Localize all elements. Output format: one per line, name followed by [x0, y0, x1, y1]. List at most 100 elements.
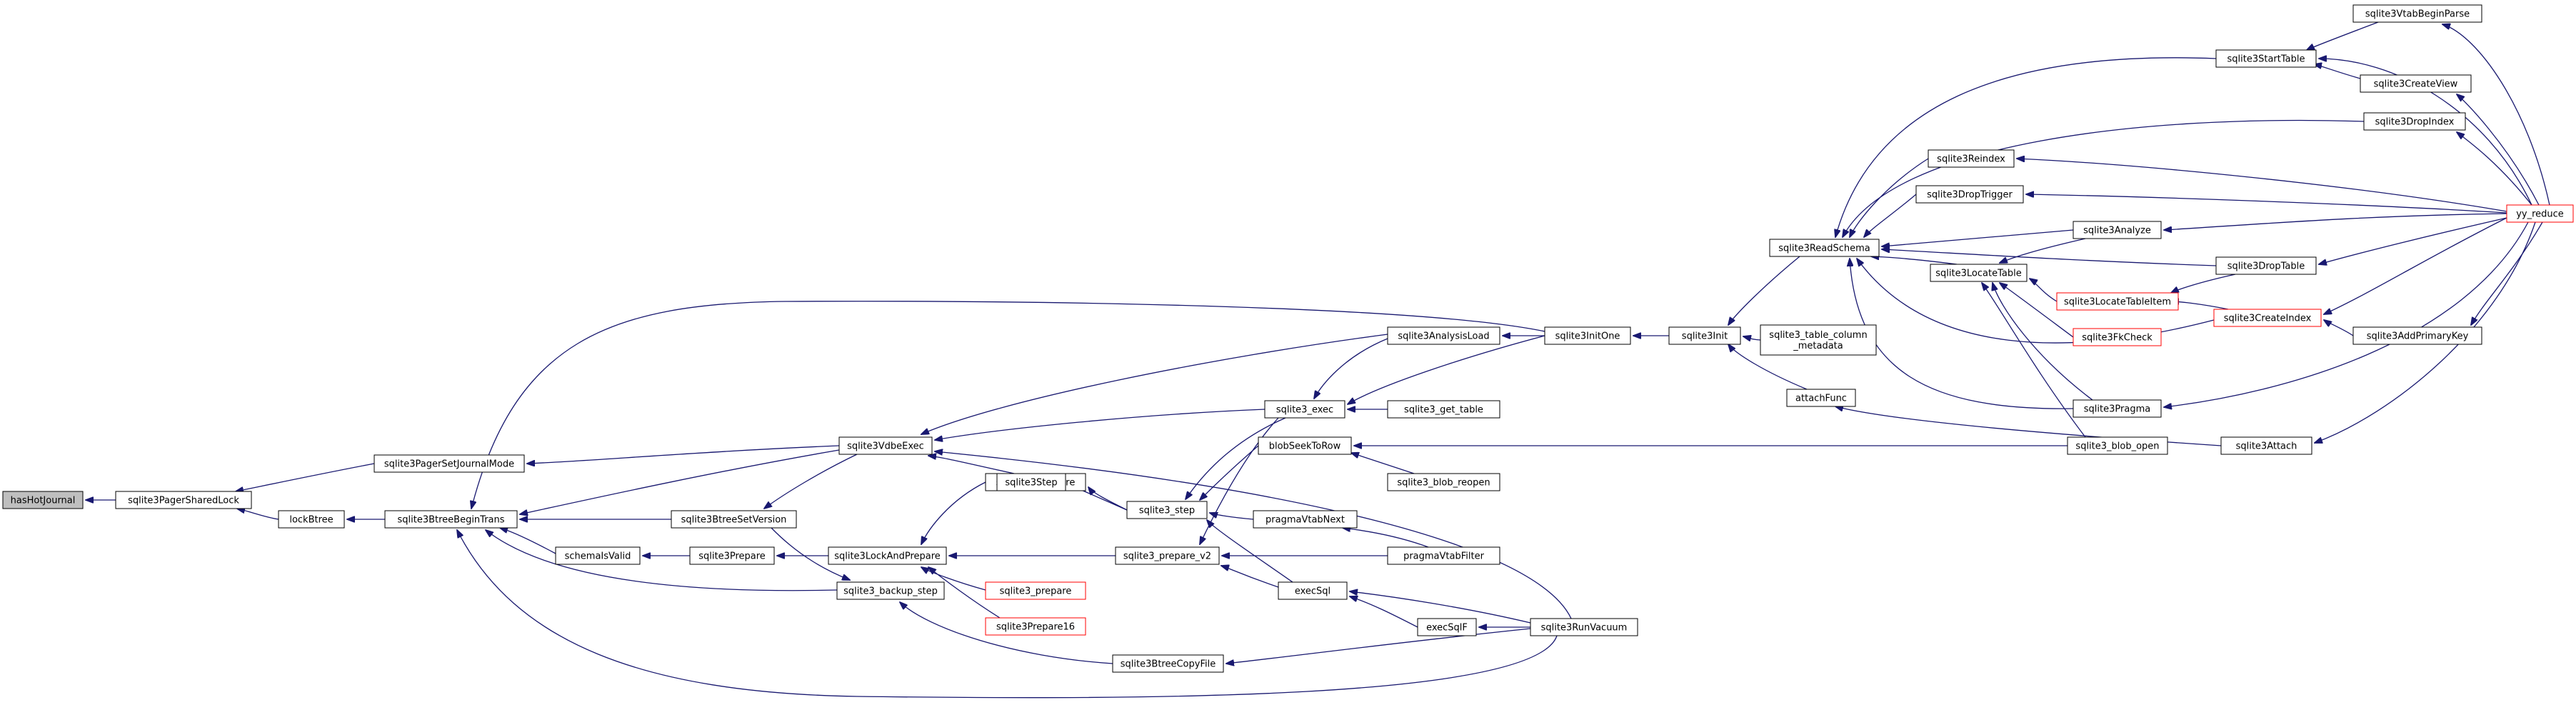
node-sqlite3-prepare16[interactable]: sqlite3Prepare16 [985, 617, 1086, 636]
node-box[interactable] [1760, 324, 1877, 356]
node-box[interactable] [1126, 501, 1208, 519]
node-sqlite3-read-schema[interactable]: sqlite3ReadSchema [1769, 239, 1880, 257]
node-sqlite3-pager-set-journal-mode[interactable]: sqlite3PagerSetJournalMode [374, 454, 525, 473]
node-sqlite3-attach[interactable]: sqlite3Attach [2220, 436, 2312, 455]
node-box[interactable] [838, 436, 933, 455]
node-sqlite3-analysis-load[interactable]: sqlite3AnalysisLoad [1387, 326, 1500, 345]
node-box[interactable] [374, 454, 525, 473]
node-sqlite3-step[interactable]: sqlite3_step [1126, 501, 1208, 519]
edge-sqlite3-vdbe-exec-to-sqlite3-pager-set-journal-mode [527, 445, 840, 464]
node-box[interactable] [2, 491, 84, 509]
node-box[interactable] [828, 546, 947, 565]
node-sqlite3-fk-check[interactable]: sqlite3FkCheck [2073, 328, 2162, 346]
node-sqlite3-prepare[interactable]: sqlite3Prepare [689, 546, 775, 565]
node-sqlite3-reindex[interactable]: sqlite3Reindex [1928, 149, 2015, 168]
node-exec-sql-f[interactable]: execSqlF [1417, 618, 1477, 636]
node-box[interactable] [1786, 389, 1856, 407]
node-attach-func[interactable]: attachFunc [1786, 389, 1856, 407]
node-yy-reduce[interactable]: yy_reduce [2506, 204, 2574, 223]
node-sqlite3-step[interactable]: sqlite3Step [996, 473, 1066, 491]
node-box[interactable] [115, 491, 252, 509]
node-box[interactable] [1530, 618, 1638, 636]
node-sqlite3-lock-and-prepare[interactable]: sqlite3LockAndPrepare [828, 546, 947, 565]
node-pragma-vtab-filter[interactable]: pragmaVtabFilter [1387, 546, 1500, 565]
node-box[interactable] [2506, 204, 2574, 223]
node-box[interactable] [2073, 221, 2162, 239]
node-has-hot-journal[interactable]: hasHotJournal [2, 491, 84, 509]
node-box[interactable] [1769, 239, 1880, 257]
node-sqlite3-create-index[interactable]: sqlite3CreateIndex [2213, 309, 2322, 327]
node-box[interactable] [1417, 618, 1477, 636]
node-sqlite3-run-vacuum[interactable]: sqlite3RunVacuum [1530, 618, 1638, 636]
node-box[interactable] [1112, 654, 1224, 673]
node-box[interactable] [985, 581, 1086, 600]
node-box[interactable] [2220, 436, 2312, 455]
node-box[interactable] [1264, 400, 1345, 419]
node-box[interactable] [1253, 510, 1358, 529]
node-sqlite3-pager-shared-lock[interactable]: sqlite3PagerSharedLock [115, 491, 252, 509]
node-box[interactable] [2067, 436, 2168, 455]
node-box[interactable] [2073, 328, 2162, 346]
node-box[interactable] [689, 546, 775, 565]
node-sqlite3-btree-set-version[interactable]: sqlite3BtreeSetVersion [671, 510, 797, 529]
node-box[interactable] [1258, 436, 1352, 455]
node-sqlite3-pragma[interactable]: sqlite3Pragma [2073, 399, 2162, 418]
node-box[interactable] [278, 510, 345, 529]
node-box[interactable] [555, 546, 641, 565]
node-box[interactable] [2056, 292, 2179, 311]
node-box[interactable] [2215, 49, 2317, 68]
node-box[interactable] [2360, 74, 2472, 93]
node-sqlite3-btree-copy-file[interactable]: sqlite3BtreeCopyFile [1112, 654, 1224, 673]
node-box[interactable] [1930, 264, 2028, 282]
node-box[interactable] [1115, 546, 1220, 565]
node-box[interactable] [1387, 546, 1500, 565]
node-sqlite3-vdbe-exec[interactable]: sqlite3VdbeExec [838, 436, 933, 455]
node-sqlite3-drop-trigger[interactable]: sqlite3DropTrigger [1915, 185, 2024, 204]
node-box[interactable] [2213, 309, 2322, 327]
node-sqlite3-blob-open[interactable]: sqlite3_blob_open [2067, 436, 2168, 455]
node-sqlite3-start-table[interactable]: sqlite3StartTable [2215, 49, 2317, 68]
node-box[interactable] [996, 473, 1066, 491]
node-box[interactable] [671, 510, 797, 529]
node-sqlite3-add-primary-key[interactable]: sqlite3AddPrimaryKey [2352, 326, 2482, 345]
node-sqlite3-prepare-v2[interactable]: sqlite3_prepare_v2 [1115, 546, 1220, 565]
node-box[interactable] [985, 617, 1086, 636]
node-box[interactable] [2352, 326, 2482, 345]
node-box[interactable] [1278, 581, 1348, 600]
node-box[interactable] [2215, 256, 2317, 275]
edge-sqlite3-pragma-to-sqlite3-read-schema [1850, 259, 2074, 409]
node-sqlite3-init[interactable]: sqlite3Init [1668, 326, 1741, 345]
node-pragma-vtab-next[interactable]: pragmaVtabNext [1253, 510, 1358, 529]
node-sqlite3-analyze[interactable]: sqlite3Analyze [2073, 221, 2162, 239]
node-sqlite3-prepare[interactable]: sqlite3_prepare [985, 581, 1086, 600]
node-box[interactable] [1387, 473, 1500, 491]
node-sqlite3-btree-begin-trans[interactable]: sqlite3BtreeBeginTrans [384, 510, 518, 529]
node-sqlite3-init-one[interactable]: sqlite3InitOne [1544, 326, 1631, 345]
node-box[interactable] [1387, 400, 1500, 419]
node-sqlite3-locate-table[interactable]: sqlite3LocateTable [1930, 264, 2028, 282]
node-sqlite3-drop-index[interactable]: sqlite3DropIndex [2363, 112, 2466, 131]
node-blob-seek-to-row[interactable]: blobSeekToRow [1258, 436, 1352, 455]
node-box[interactable] [2352, 4, 2482, 23]
node-box[interactable] [836, 581, 945, 600]
node-sqlite3-create-view[interactable]: sqlite3CreateView [2360, 74, 2472, 93]
node-box[interactable] [2073, 399, 2162, 418]
node-sqlite3-blob-reopen[interactable]: sqlite3_blob_reopen [1387, 473, 1500, 491]
node-sqlite3-get-table[interactable]: sqlite3_get_table [1387, 400, 1500, 419]
node-sqlite3-locate-table-item[interactable]: sqlite3LocateTableItem [2056, 292, 2179, 311]
node-box[interactable] [1544, 326, 1631, 345]
node-sqlite3-vtab-begin-parse[interactable]: sqlite3VtabBeginParse [2352, 4, 2482, 23]
node-schema-is-valid[interactable]: schemaIsValid [555, 546, 641, 565]
node-box[interactable] [1915, 185, 2024, 204]
node-box[interactable] [1387, 326, 1500, 345]
node-sqlite3-backup-step[interactable]: sqlite3_backup_step [836, 581, 945, 600]
node-lock-btree[interactable]: lockBtree [278, 510, 345, 529]
node-box[interactable] [1668, 326, 1741, 345]
node-sqlite3-table-column-metadata[interactable]: sqlite3_table_column_metadata [1760, 324, 1877, 356]
node-sqlite3-exec[interactable]: sqlite3_exec [1264, 400, 1345, 419]
node-box[interactable] [2363, 112, 2466, 131]
node-box[interactable] [384, 510, 518, 529]
node-exec-sql[interactable]: execSql [1278, 581, 1348, 600]
node-sqlite3-drop-table[interactable]: sqlite3DropTable [2215, 256, 2317, 275]
node-box[interactable] [1928, 149, 2015, 168]
